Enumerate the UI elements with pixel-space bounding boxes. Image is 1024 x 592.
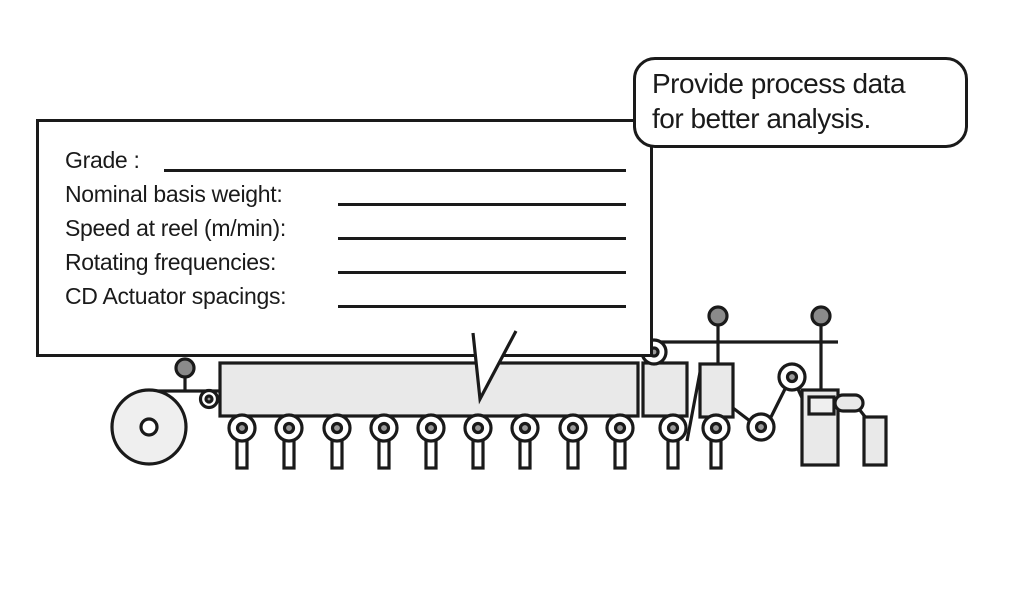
cd-actuator	[510, 413, 540, 470]
field-line-basis-weight	[338, 189, 626, 206]
unwind-roll	[110, 388, 188, 466]
field-label-actuator-spacing: CD Actuator spacings:	[65, 283, 287, 309]
cd-actuator	[558, 413, 588, 470]
cd-actuator	[605, 413, 635, 470]
cd-actuator	[322, 413, 352, 470]
control-cabinet	[800, 388, 868, 467]
cd-actuator	[369, 413, 399, 470]
guide-roller-1	[746, 412, 776, 442]
callout-text-line2: for better analysis.	[652, 103, 871, 134]
field-label-grade: Grade :	[65, 147, 140, 173]
cd-actuator	[701, 413, 731, 470]
field-label-rotating-freq: Rotating frequencies:	[65, 249, 277, 275]
field-label-speed: Speed at reel (m/min):	[65, 215, 286, 241]
field-line-speed	[338, 223, 626, 240]
scanner-sensor-right	[810, 305, 832, 390]
field-line-rotating-freq	[338, 257, 626, 274]
reel-spool-stand	[862, 415, 888, 467]
dryer-section-main	[218, 361, 640, 418]
cd-actuator	[227, 413, 257, 470]
form-field-row: CD Actuator spacings:	[65, 278, 626, 312]
dryer-section-2	[641, 361, 689, 418]
cd-actuator	[658, 413, 688, 470]
cd-actuator	[274, 413, 304, 470]
callout-text-line1: Provide process data	[652, 68, 906, 99]
field-label-basis-weight: Nominal basis weight:	[65, 181, 283, 207]
callout-bubble: Provide process data for better analysis…	[633, 57, 968, 148]
form-field-row: Nominal basis weight:	[65, 176, 626, 210]
scanner-sensor-left	[174, 357, 196, 392]
cd-actuator-row	[227, 413, 731, 470]
form-field-row: Speed at reel (m/min):	[65, 210, 626, 244]
field-line-actuator-spacing	[338, 291, 626, 308]
dryer-section-3	[698, 362, 735, 419]
scanner-sensor-mid	[707, 305, 729, 365]
cd-actuator	[416, 413, 446, 470]
form-field-row: Rotating frequencies:	[65, 244, 626, 278]
form-field-row: Grade :	[65, 142, 626, 176]
cd-actuator	[463, 413, 493, 470]
infeed-roller-icon	[198, 388, 220, 410]
field-line-grade	[163, 155, 626, 172]
process-data-form: Grade : Nominal basis weight: Speed at r…	[36, 119, 653, 357]
guide-roller-2	[777, 362, 807, 392]
